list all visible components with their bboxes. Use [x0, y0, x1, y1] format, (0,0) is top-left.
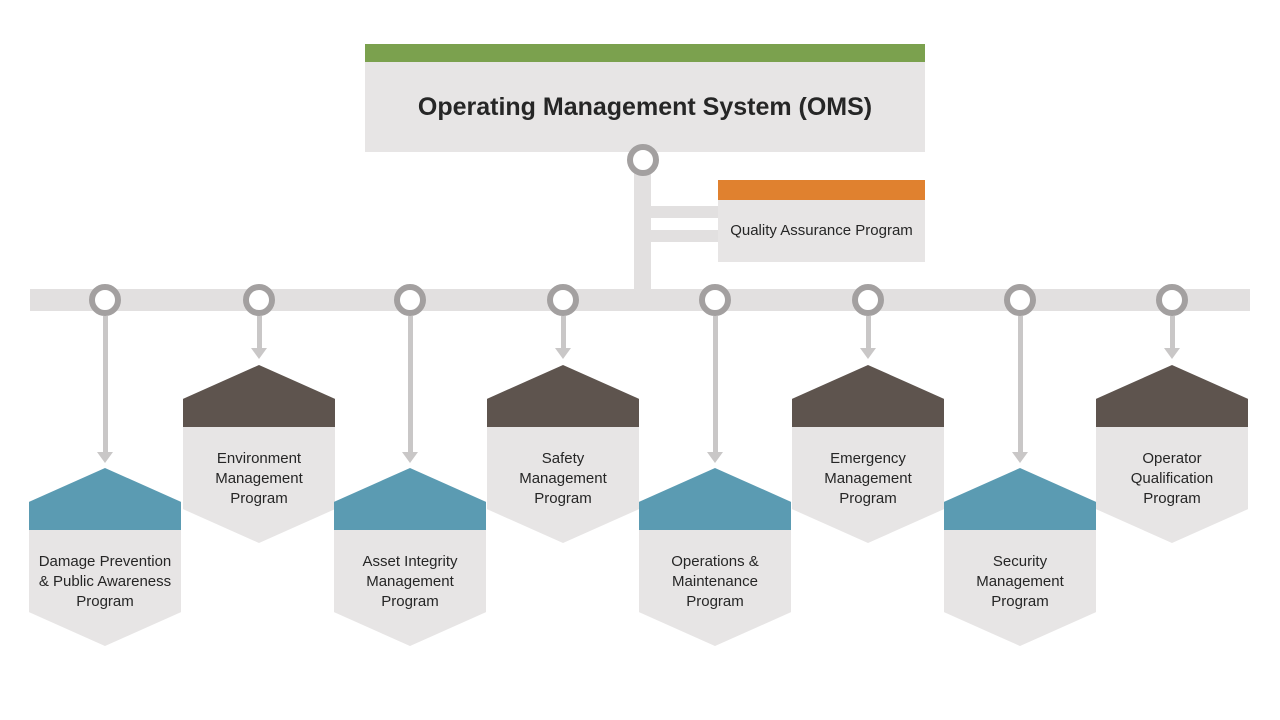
- program-card-operator-qualification: Operator Qualification Program: [1096, 365, 1248, 543]
- card-roof: [29, 468, 181, 531]
- arrow-head-8: [1164, 348, 1180, 359]
- main-horizontal-connector: [30, 289, 1250, 311]
- root-box: Operating Management System (OMS): [365, 44, 925, 152]
- node-circle-2: [243, 284, 275, 316]
- program-label: Security Management Program: [944, 530, 1096, 646]
- program-card-security: Security Management Program: [944, 468, 1096, 646]
- program-card-environment: Environment Management Program: [183, 365, 335, 543]
- arrow-head-6: [860, 348, 876, 359]
- arrow-head-2: [251, 348, 267, 359]
- program-label: Operator Qualification Program: [1096, 427, 1248, 543]
- program-label: Emergency Management Program: [792, 427, 944, 543]
- card-roof: [487, 365, 639, 428]
- node-circle-4: [547, 284, 579, 316]
- node-circle-5: [699, 284, 731, 316]
- program-card-emergency: Emergency Management Program: [792, 365, 944, 543]
- root-trunk-connector: [634, 160, 651, 300]
- qa-label: Quality Assurance Program: [718, 200, 925, 262]
- qa-accent-bar: [718, 180, 925, 200]
- arrow-line-3: [408, 316, 413, 452]
- card-roof: [792, 365, 944, 428]
- arrow-line-4: [561, 316, 566, 348]
- program-card-operations-maintenance: Operations & Maintenance Program: [639, 468, 791, 646]
- card-roof: [944, 468, 1096, 531]
- card-roof: [334, 468, 486, 531]
- program-label: Asset Integrity Management Program: [334, 530, 486, 646]
- card-roof: [183, 365, 335, 428]
- qa-stub-connector-top: [643, 206, 720, 218]
- arrow-head-1: [97, 452, 113, 463]
- root-accent-bar: [365, 44, 925, 62]
- qa-stub-connector-bottom: [643, 230, 720, 242]
- node-circle-7: [1004, 284, 1036, 316]
- node-circle-6: [852, 284, 884, 316]
- node-circle-3: [394, 284, 426, 316]
- qa-box: Quality Assurance Program: [718, 180, 925, 262]
- arrow-line-8: [1170, 316, 1175, 348]
- program-card-safety: Safety Management Program: [487, 365, 639, 543]
- arrow-head-7: [1012, 452, 1028, 463]
- node-circle-8: [1156, 284, 1188, 316]
- root-title: Operating Management System (OMS): [365, 62, 925, 152]
- program-label: Operations & Maintenance Program: [639, 530, 791, 646]
- arrow-line-5: [713, 316, 718, 452]
- program-label: Damage Prevention & Public Awareness Pro…: [29, 530, 181, 646]
- card-roof: [1096, 365, 1248, 428]
- program-label: Environment Management Program: [183, 427, 335, 543]
- node-circle-1: [89, 284, 121, 316]
- arrow-line-7: [1018, 316, 1023, 452]
- program-card-damage-prevention: Damage Prevention & Public Awareness Pro…: [29, 468, 181, 646]
- arrow-head-4: [555, 348, 571, 359]
- card-roof: [639, 468, 791, 531]
- arrow-head-3: [402, 452, 418, 463]
- root-node-circle: [627, 144, 659, 176]
- arrow-line-6: [866, 316, 871, 348]
- arrow-line-1: [103, 316, 108, 452]
- program-card-asset-integrity: Asset Integrity Management Program: [334, 468, 486, 646]
- arrow-head-5: [707, 452, 723, 463]
- program-label: Safety Management Program: [487, 427, 639, 543]
- arrow-line-2: [257, 316, 262, 348]
